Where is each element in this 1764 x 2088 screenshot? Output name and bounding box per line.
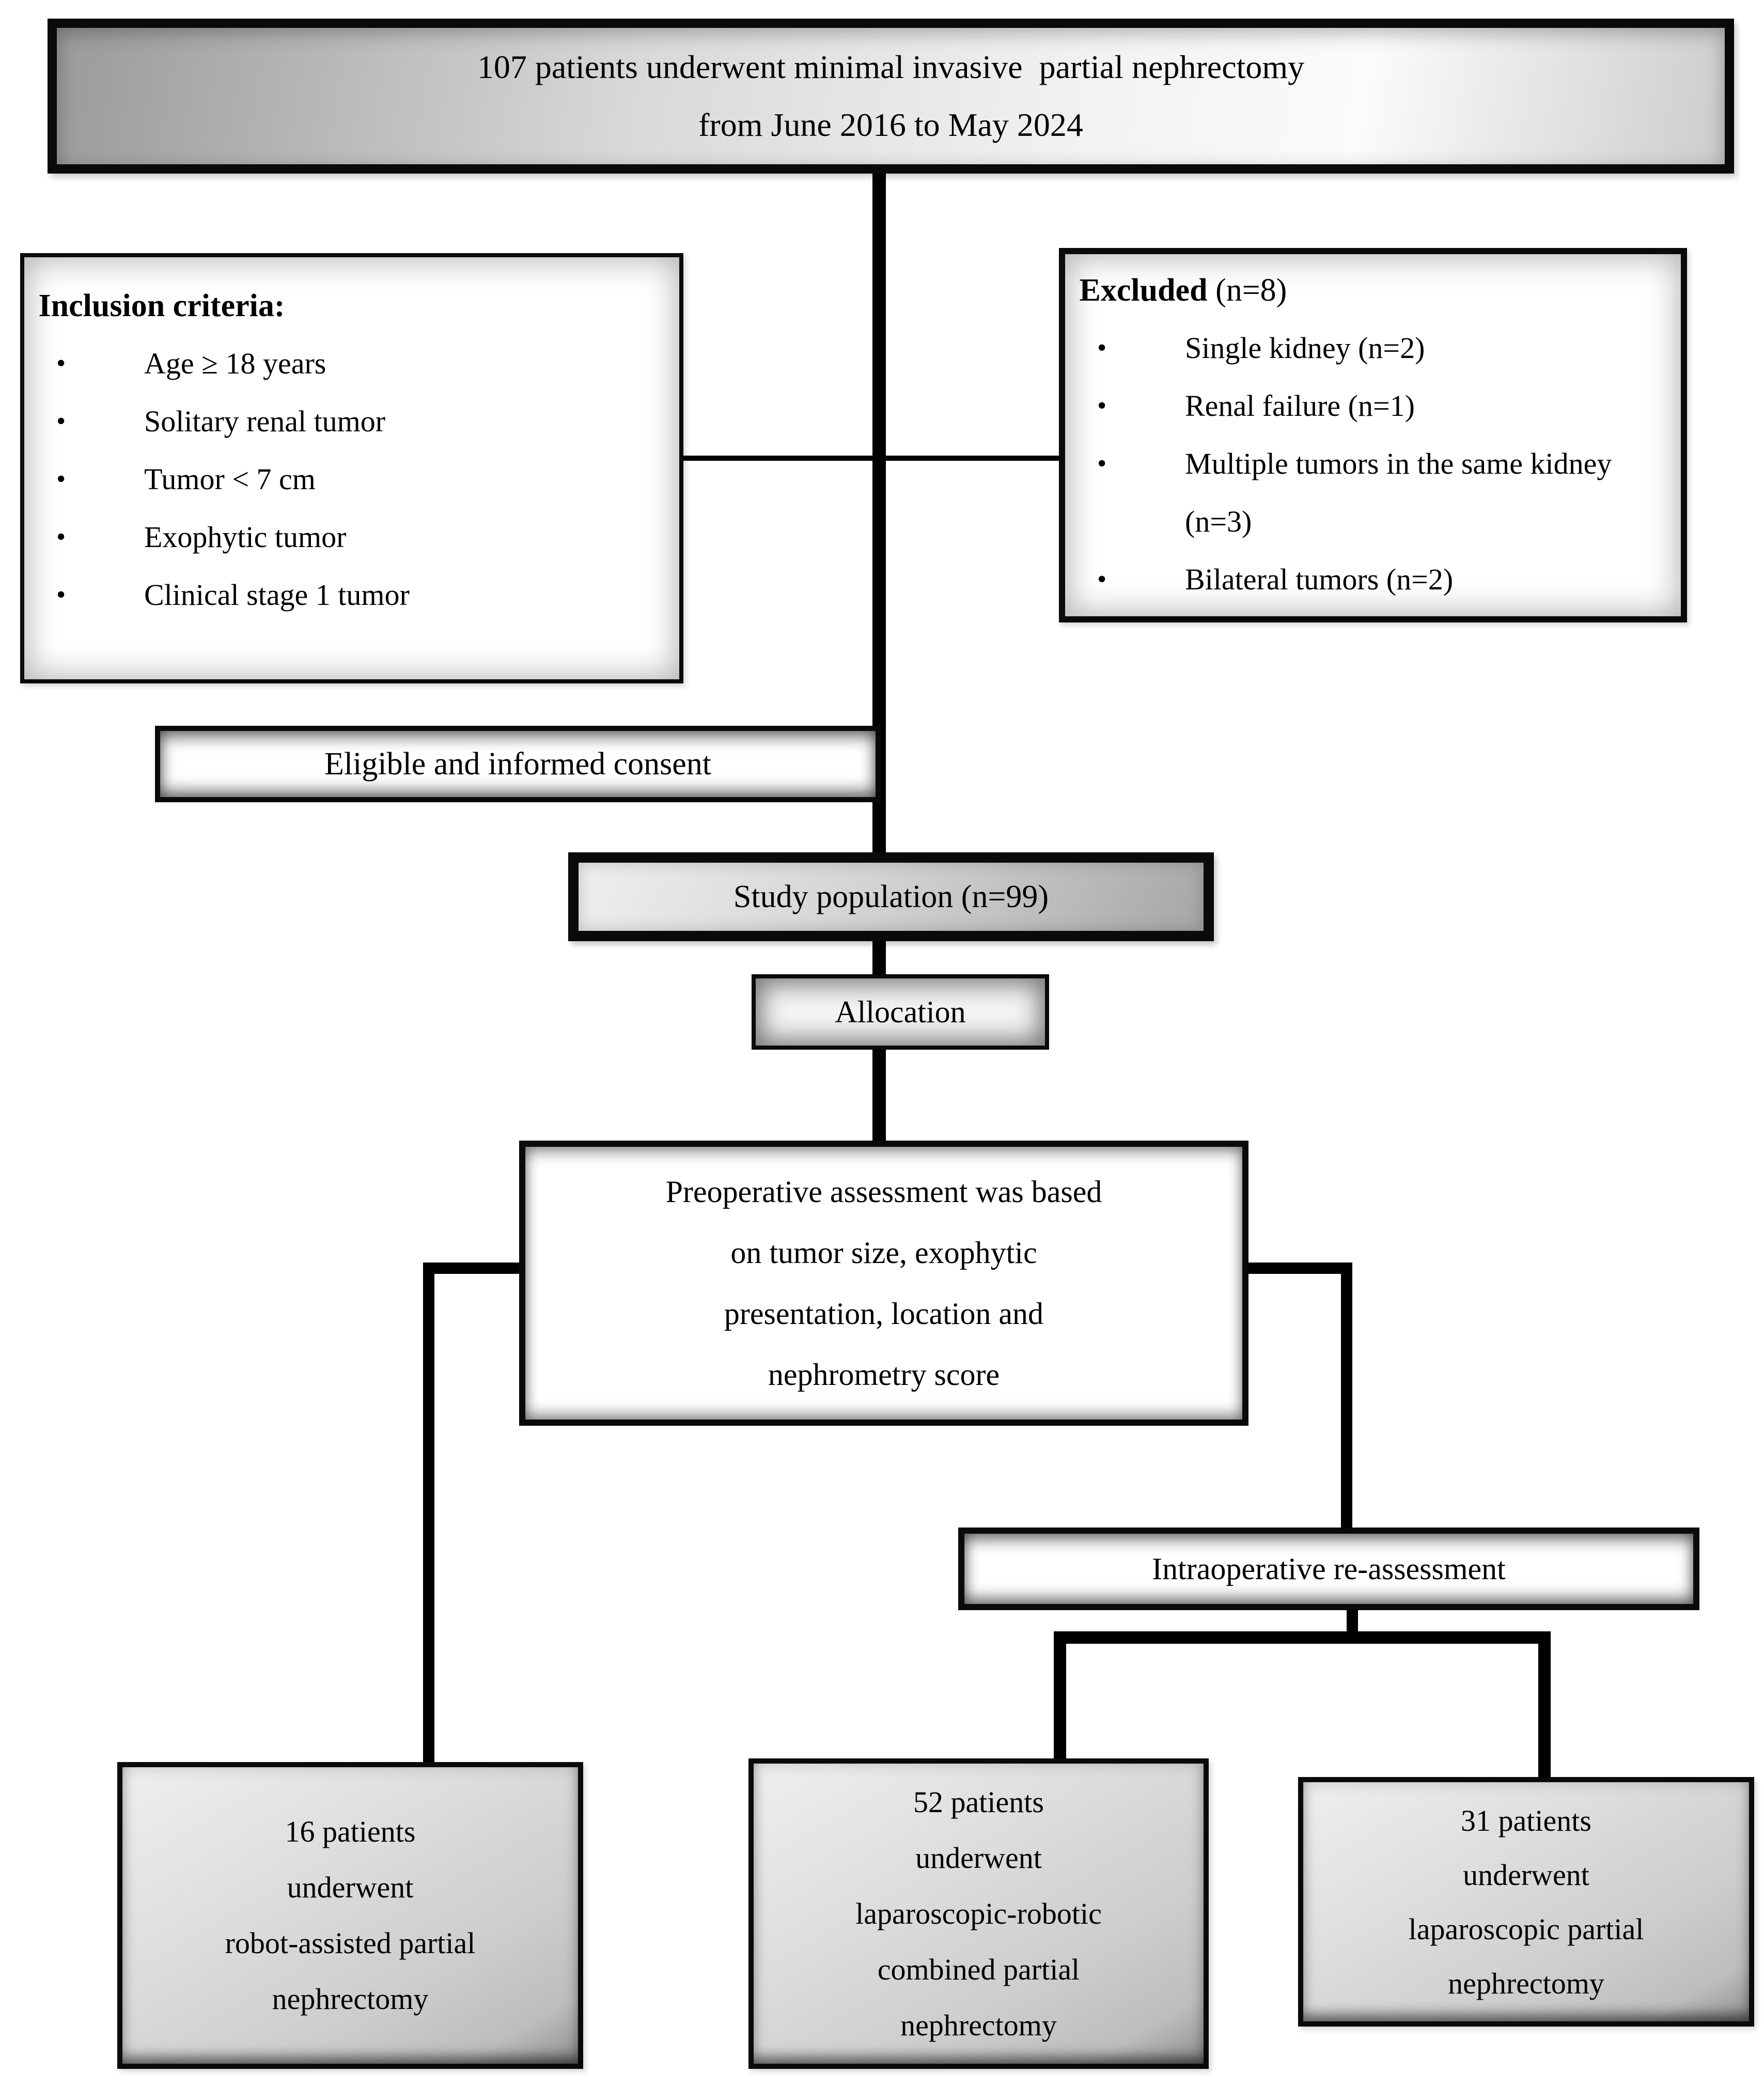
allocation-box: Allocation (752, 974, 1049, 1050)
connector-preop-right-vertical (1341, 1263, 1352, 1531)
excluded-item-single-kidney: Single kidney (n=2) (1185, 331, 1425, 365)
connector-preop-left-horizontal (429, 1263, 524, 1274)
connector-split-left-vertical (1054, 1631, 1066, 1763)
bullet-icon: • (56, 522, 66, 552)
preop-line-4: nephrometry score (768, 1358, 1000, 1392)
bullet-icon: • (1097, 391, 1107, 420)
preop-line-3: presentation, location and (724, 1297, 1044, 1331)
list-item: • Renal failure (n=1) (1065, 377, 1681, 435)
connector-preop-right-horizontal (1243, 1263, 1352, 1274)
outcome-box-laparoscopic: 31 patients underwent laparoscopic parti… (1298, 1777, 1754, 2027)
outcome-box-robot-assisted: 16 patients underwent robot-assisted par… (117, 1762, 583, 2069)
inclusion-criteria-list: • Age ≥ 18 years • Solitary renal tumor … (24, 335, 679, 624)
inclusion-item-exophytic: Exophytic tumor (144, 520, 347, 554)
inclusion-item-age: Age ≥ 18 years (144, 347, 326, 380)
connector-preop-left-vertical (423, 1263, 434, 1766)
list-item: • Multiple tumors in the same kidney (n=… (1065, 435, 1681, 551)
list-item: • Single kidney (n=2) (1065, 319, 1681, 377)
rapn-line-3: robot-assisted partial (225, 1926, 476, 1960)
inclusion-criteria-box: Inclusion criteria: • Age ≥ 18 years • S… (20, 253, 683, 683)
preop-line-2: on tumor size, exophytic (730, 1236, 1037, 1270)
preoperative-assessment-box: Preoperative assessment was based on tum… (519, 1141, 1248, 1426)
connector-study-to-allocation (872, 938, 886, 976)
excluded-item-multiple-tumors: Multiple tumors in the same kidney (n=3) (1185, 447, 1612, 538)
list-item: • Tumor < 7 cm (24, 450, 679, 508)
intraoperative-reassessment-box: Intraoperative re-assessment (958, 1528, 1699, 1610)
inclusion-item-solitary: Solitary renal tumor (144, 404, 386, 438)
list-item: • Exophytic tumor (24, 508, 679, 566)
study-population-box: Study population (n=99) (568, 852, 1214, 941)
list-item: • Age ≥ 18 years (24, 335, 679, 393)
intraoperative-reassessment-label: Intraoperative re-assessment (1152, 1551, 1506, 1586)
bullet-icon: • (56, 407, 66, 436)
rapn-line-1: 16 patients (285, 1815, 416, 1848)
connector-split-bar (1054, 1631, 1551, 1644)
lrpn-line-4: combined partial (877, 1952, 1080, 1986)
excluded-title-count: (n=8) (1207, 273, 1287, 308)
connector-allocation-to-preop (872, 1046, 886, 1144)
enrollment-line-1: 107 patients underwent minimal invasive … (477, 49, 1305, 85)
inclusion-criteria-title: Inclusion criteria: (38, 288, 285, 323)
eligible-consent-label: Eligible and informed consent (324, 746, 711, 782)
inclusion-item-size: Tumor < 7 cm (144, 462, 316, 496)
connector-split-right-vertical (1538, 1631, 1551, 1781)
connector-inclusion-to-excluded (683, 456, 1059, 461)
lpn-line-1: 31 patients (1461, 1803, 1591, 1837)
list-item: • Clinical stage 1 tumor (24, 566, 679, 624)
excluded-title: Excluded (n=8) (1051, 261, 1695, 319)
bullet-icon: • (1097, 449, 1107, 478)
lrpn-line-2: underwent (915, 1841, 1042, 1875)
bullet-icon: • (1097, 565, 1107, 594)
excluded-list: • Single kidney (n=2) • Renal failure (n… (1065, 319, 1681, 609)
rapn-line-4: nephrectomy (272, 1982, 429, 2016)
bullet-icon: • (56, 580, 66, 610)
lrpn-line-5: nephrectomy (900, 2008, 1057, 2042)
lpn-line-4: nephrectomy (1448, 1966, 1604, 2000)
enrollment-box: 107 patients underwent minimal invasive … (48, 19, 1734, 174)
outcome-box-laparoscopic-robotic: 52 patients underwent laparoscopic-robot… (748, 1758, 1209, 2069)
excluded-item-bilateral: Bilateral tumors (n=2) (1185, 563, 1454, 596)
inclusion-item-stage: Clinical stage 1 tumor (144, 578, 410, 612)
study-population-label: Study population (n=99) (733, 879, 1049, 914)
lrpn-line-1: 52 patients (913, 1785, 1044, 1819)
lrpn-line-3: laparoscopic-robotic (855, 1896, 1102, 1930)
bullet-icon: • (56, 349, 66, 378)
excluded-box: Excluded (n=8) • Single kidney (n=2) • R… (1059, 248, 1687, 622)
excluded-title-bold: Excluded (1079, 273, 1208, 308)
preop-line-1: Preoperative assessment was based (665, 1175, 1102, 1209)
list-item: • Bilateral tumors (n=2) (1065, 551, 1681, 609)
allocation-label: Allocation (835, 994, 966, 1029)
lpn-line-3: laparoscopic partial (1408, 1912, 1644, 1946)
lpn-line-2: underwent (1463, 1858, 1589, 1892)
bullet-icon: • (1097, 333, 1107, 363)
bullet-icon: • (56, 464, 66, 494)
rapn-line-2: underwent (287, 1871, 414, 1904)
excluded-item-renal-failure: Renal failure (n=1) (1185, 389, 1415, 423)
enrollment-line-2: from June 2016 to May 2024 (698, 106, 1083, 143)
eligible-consent-box: Eligible and informed consent (155, 726, 881, 802)
list-item: • Solitary renal tumor (24, 393, 679, 450)
